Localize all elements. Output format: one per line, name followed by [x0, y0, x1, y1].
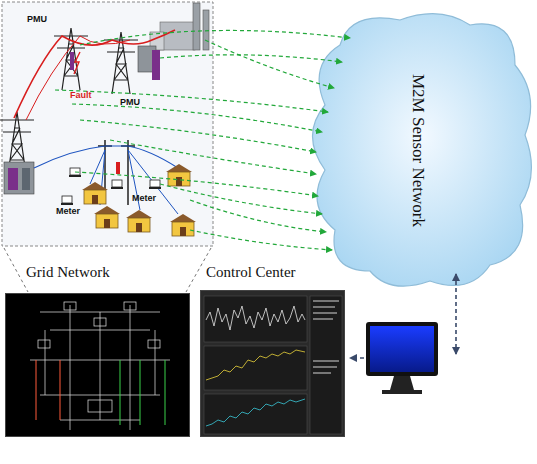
- part-label: PMU: [27, 14, 47, 24]
- screenshot-panel: Grid Network: [5, 293, 190, 437]
- part-label: Meter: [132, 193, 156, 203]
- panel-heading: Grid Network: [26, 264, 110, 281]
- cloud-shape: M2M Sensor Network: [300, 5, 535, 295]
- cloud-label: M2M Sensor Network: [408, 74, 428, 227]
- part-label: Meter: [56, 206, 80, 216]
- cloud-text-wrap: M2M Sensor Network: [300, 5, 535, 295]
- screenshot-panel: Control Center: [200, 290, 345, 437]
- part-label: PMU: [120, 97, 140, 107]
- part-label: Fault: [70, 90, 92, 100]
- panel-heading: Control Center: [206, 264, 296, 281]
